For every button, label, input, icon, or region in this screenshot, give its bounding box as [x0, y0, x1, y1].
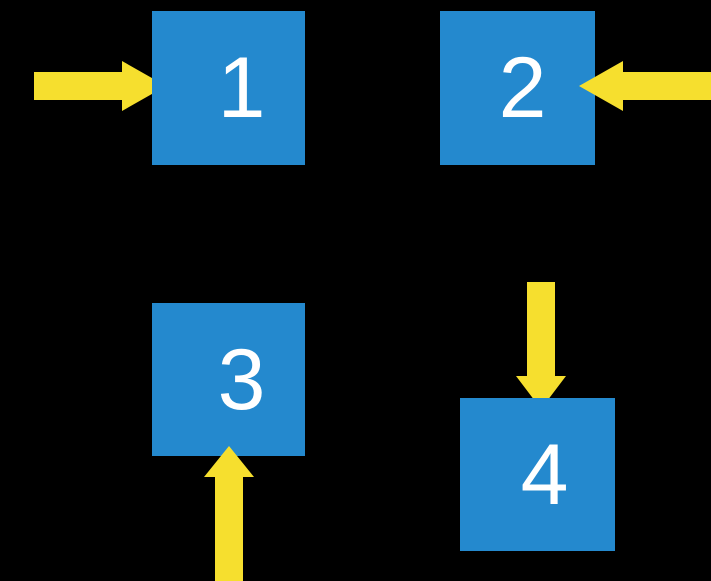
box-3[interactable] [152, 303, 305, 456]
box-1-label: 1 [217, 40, 266, 136]
box-2[interactable] [440, 11, 595, 165]
arrow-right-icon [34, 61, 166, 111]
box-4-label: 4 [520, 426, 569, 523]
box-3-label: 3 [217, 331, 266, 428]
box-1[interactable] [152, 11, 305, 165]
box-4[interactable] [460, 398, 615, 551]
arrow-up-icon [204, 446, 254, 581]
arrow-left-icon [579, 61, 711, 111]
box-2-label: 2 [498, 40, 547, 136]
arrow-down-icon [516, 282, 566, 409]
